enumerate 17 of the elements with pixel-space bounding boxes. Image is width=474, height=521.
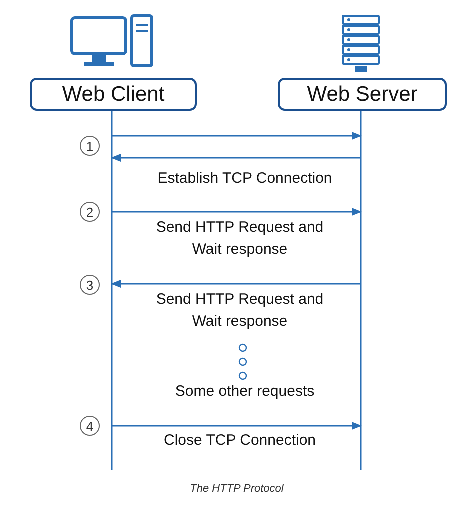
note-text: Some other requests	[174, 382, 316, 402]
edge-label: Close TCP Connection	[162, 431, 318, 451]
edge-label: Establish TCP Connection	[156, 169, 334, 189]
caption: The HTTP Protocol	[189, 482, 285, 497]
step-number: 2	[80, 202, 100, 222]
arrow	[112, 132, 362, 140]
participant-box: Web Server	[278, 78, 447, 111]
step-number: 4	[80, 416, 100, 436]
edge-label: Send HTTP Request and Wait response	[155, 218, 325, 260]
arrow	[111, 154, 361, 162]
step-number: 3	[80, 275, 100, 295]
step-number: 1	[80, 136, 100, 156]
edge-label: Send HTTP Request and Wait response	[155, 290, 325, 332]
arrow	[112, 208, 362, 216]
arrow	[112, 422, 362, 430]
arrow	[111, 280, 361, 288]
participant-box: Web Client	[30, 78, 197, 111]
